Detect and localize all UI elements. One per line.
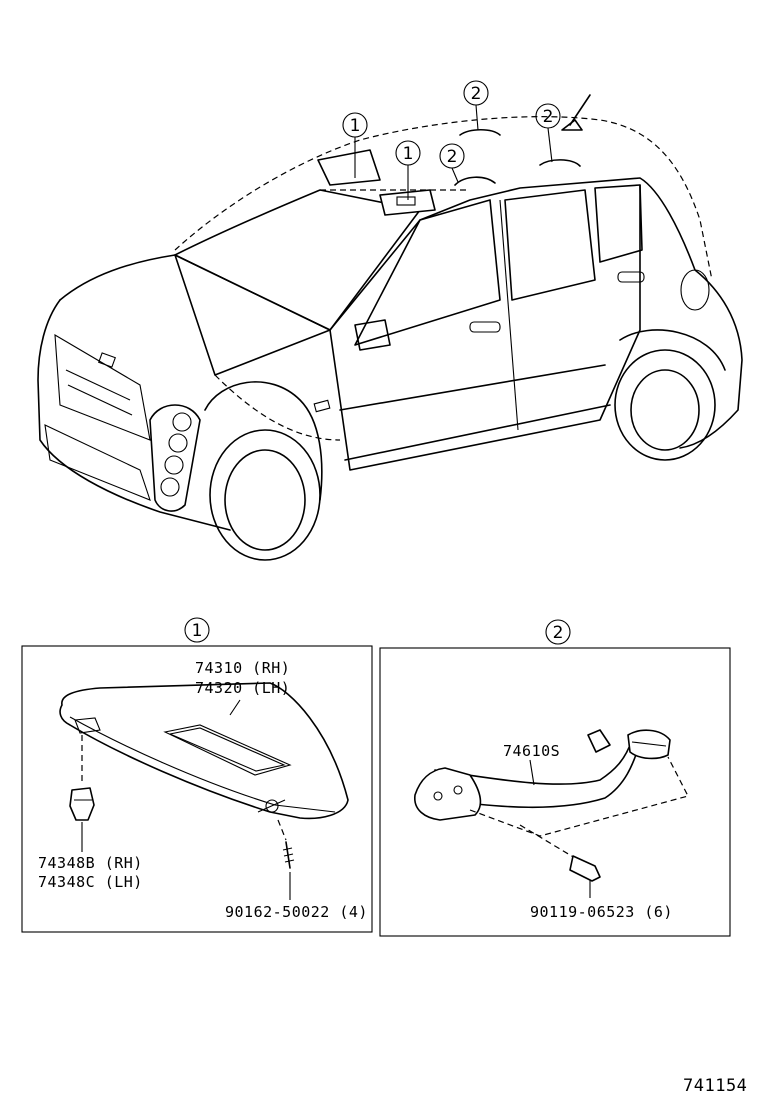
svg-text:1: 1: [350, 116, 361, 136]
visor-leader: [229, 699, 241, 716]
callout-2a: 2: [439, 143, 465, 169]
panel-1-frame: [21, 645, 373, 933]
visor-part-lh: 74320 (LH): [195, 679, 290, 697]
svg-text:1: 1: [403, 144, 414, 164]
grip-bolt: [519, 824, 601, 898]
bolt-part: 90119-06523 (6): [530, 903, 673, 921]
svg-text:2: 2: [543, 107, 554, 127]
panel-2-frame: [379, 647, 731, 937]
callout-1b: 1: [395, 140, 421, 166]
holder-part-lh: 74348C (LH): [38, 873, 143, 891]
svg-text:1: 1: [192, 621, 203, 641]
visor-holder: [69, 735, 95, 852]
visor-part-rh: 74310 (RH): [195, 659, 290, 677]
svg-text:2: 2: [447, 147, 458, 167]
callout-2c: 2: [535, 103, 561, 129]
panel-1-header: 1: [184, 617, 210, 643]
panel-2-header: 2: [545, 619, 571, 645]
screw-part: 90162-50022 (4): [225, 903, 368, 921]
svg-text:2: 2: [553, 623, 564, 643]
holder-part-rh: 74348B (RH): [38, 854, 143, 872]
car-illustration: [37, 94, 743, 561]
sun-visor: [59, 682, 349, 820]
callout-2b: 2: [463, 80, 489, 106]
visor-screw: [277, 819, 295, 900]
grip-part: 74610S: [503, 742, 560, 760]
assist-grip: [414, 729, 689, 837]
svg-text:2: 2: [471, 84, 482, 104]
callout-1a: 1: [342, 112, 368, 138]
figure-id: 741154: [683, 1076, 747, 1096]
